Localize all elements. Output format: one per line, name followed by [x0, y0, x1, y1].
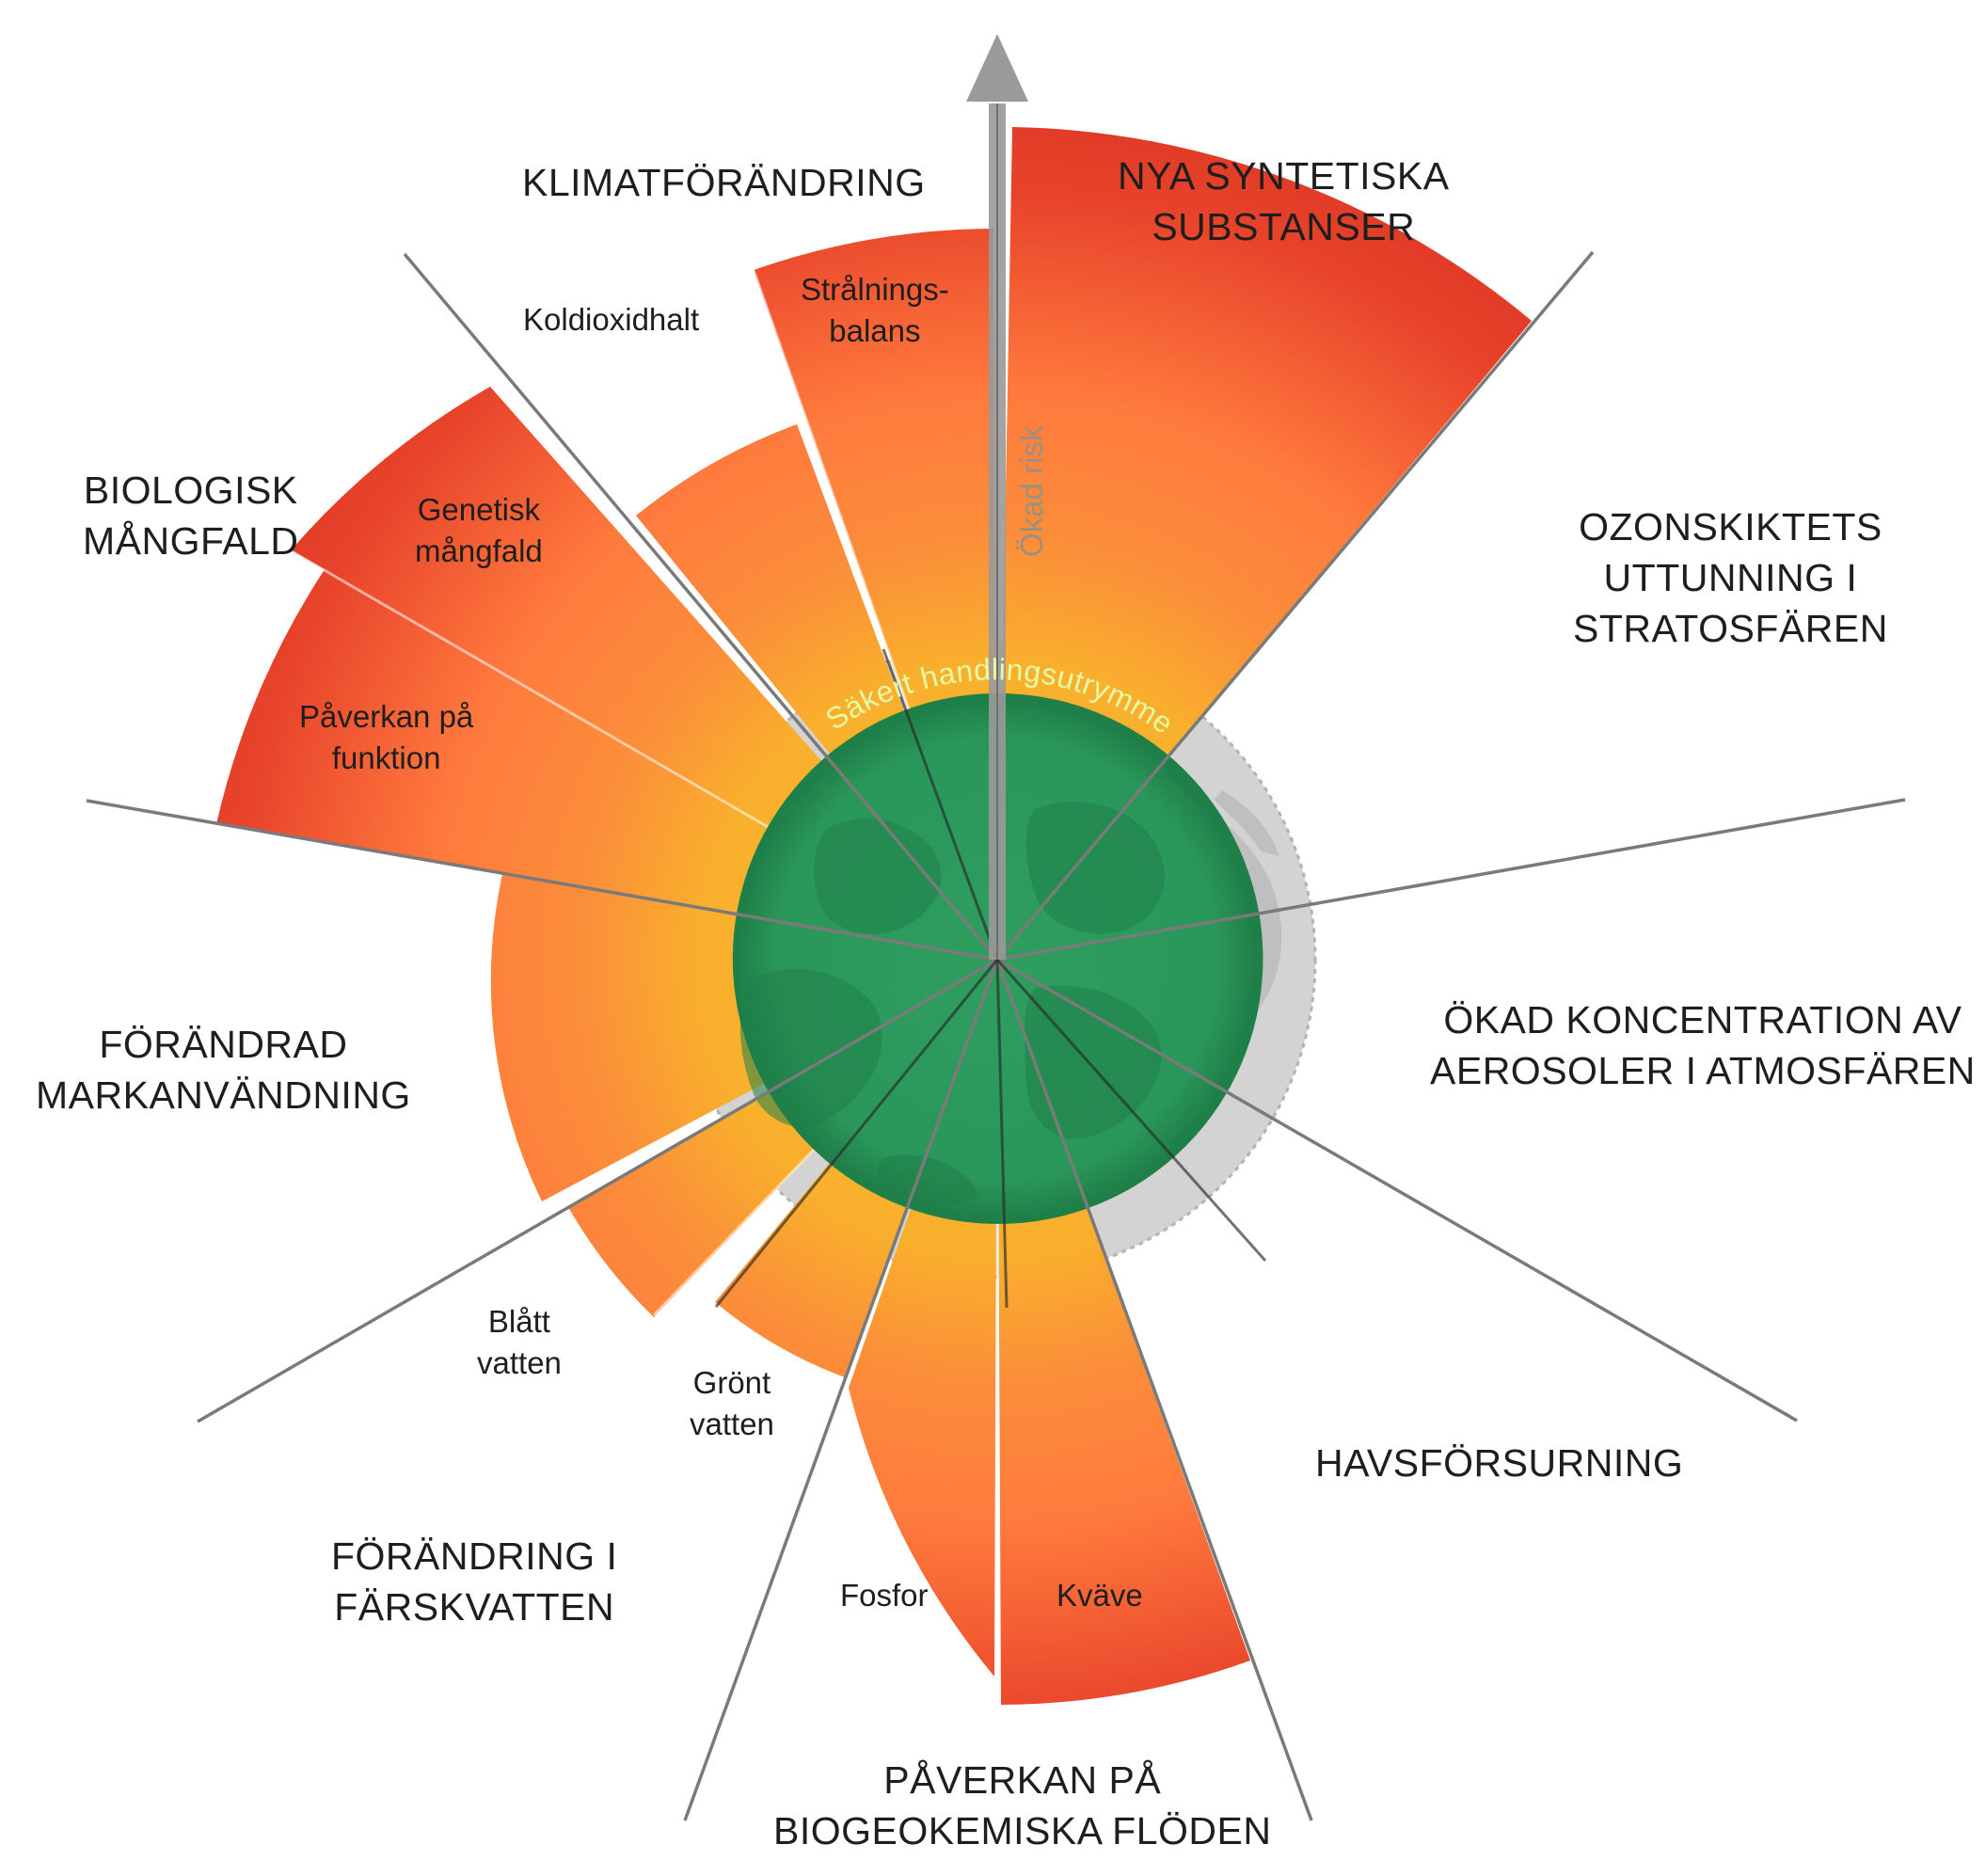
label-climate-change: KLIMATFÖRÄNDRING	[522, 161, 926, 204]
earth-landmass-green	[739, 802, 1165, 1206]
label-radiative-forcing: Strålnings-balans	[801, 272, 949, 348]
label-nitrogen: Kväve	[1057, 1578, 1143, 1613]
label-co2-concentration: Koldioxidhalt	[523, 302, 700, 337]
label-phosphorus: Fosfor	[840, 1578, 929, 1613]
label-ocean-acidification: HAVSFÖRSURNING	[1315, 1441, 1684, 1485]
boundary-divider-lines	[86, 250, 1906, 1821]
inner-divider-lines	[714, 648, 1267, 1309]
increasing-risk-arrow	[966, 34, 1028, 960]
risk-axis-label: Ökad risk	[1014, 425, 1049, 557]
